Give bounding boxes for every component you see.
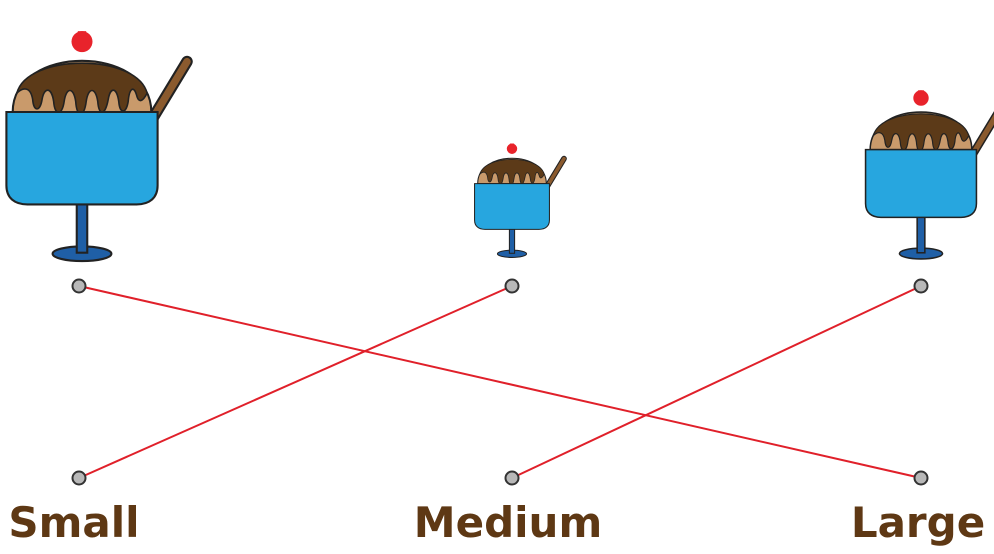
sundae-icon	[866, 90, 994, 259]
connector-dot[interactable]	[913, 470, 929, 486]
sundae-icon	[475, 144, 564, 258]
connection-line	[78, 285, 513, 479]
connector-dot[interactable]	[504, 470, 520, 486]
connection-line	[511, 285, 922, 479]
label-large: Large	[850, 498, 986, 547]
label-medium: Medium	[413, 498, 603, 547]
connector-dot[interactable]	[504, 278, 520, 294]
connector-dot[interactable]	[71, 470, 87, 486]
sundae-icon	[6, 31, 187, 261]
connection-line	[78, 285, 922, 479]
connector-dot[interactable]	[913, 278, 929, 294]
label-small: Small	[8, 498, 140, 547]
connector-dot[interactable]	[71, 278, 87, 294]
